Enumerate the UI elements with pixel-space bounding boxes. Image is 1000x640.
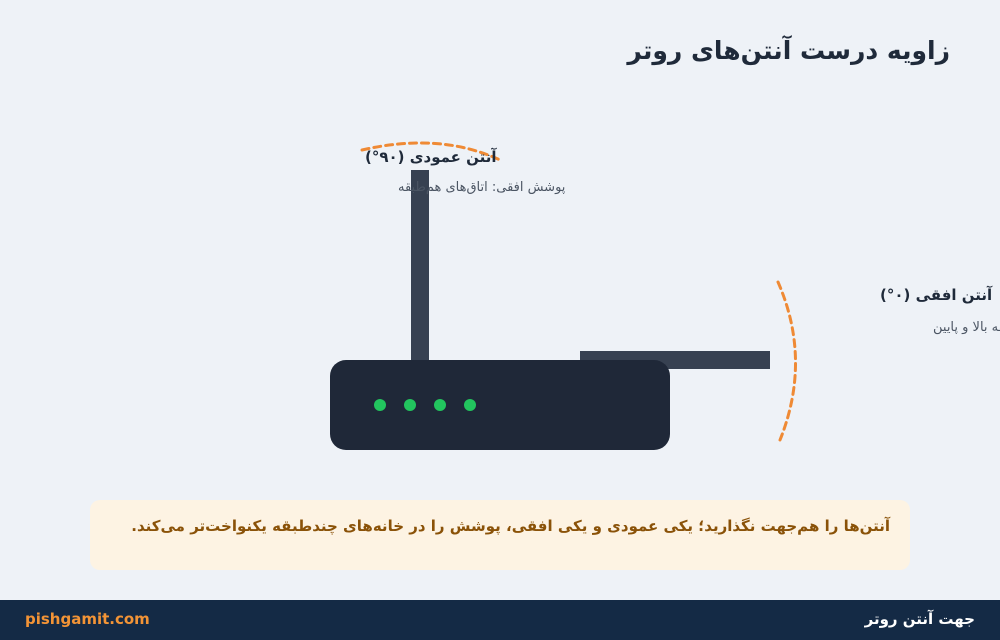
led-indicator [374, 399, 386, 411]
led-indicator [434, 399, 446, 411]
router-antenna-diagram: آنتن عمودی (۹۰°) پوشش افقی: اتاق‌های هم‌… [330, 141, 1000, 450]
led-indicator [404, 399, 416, 411]
router-leds [374, 399, 476, 411]
page-title: زاویه درست آنتن‌های روتر [627, 36, 950, 65]
router-body [330, 360, 670, 450]
horizontal-signal-arc [776, 280, 797, 442]
horizontal-antenna-title: آنتن افقی (۰°) [880, 286, 993, 304]
footer-title: جهت آنتن روتر [864, 610, 975, 628]
footer: جهت آنتن روتر pishgamit.com [0, 600, 1000, 640]
vertical-signal-arc [360, 141, 502, 162]
vertical-antenna-title: آنتن عمودی (۹۰°) [365, 148, 497, 166]
horizontal-antenna-subtitle: پوشش عمودی: طبقه بالا و پایین [933, 320, 1000, 335]
tip-box: آنتن‌ها را هم‌جهت نگذارید؛ یکی عمودی و ی… [90, 500, 910, 570]
tip-text: آنتن‌ها را هم‌جهت نگذارید؛ یکی عمودی و ی… [131, 517, 890, 535]
footer-site-link[interactable]: pishgamit.com [25, 610, 150, 628]
vertical-antenna [411, 170, 429, 365]
led-indicator [464, 399, 476, 411]
vertical-antenna-subtitle: پوشش افقی: اتاق‌های هم‌طبقه [398, 180, 566, 195]
